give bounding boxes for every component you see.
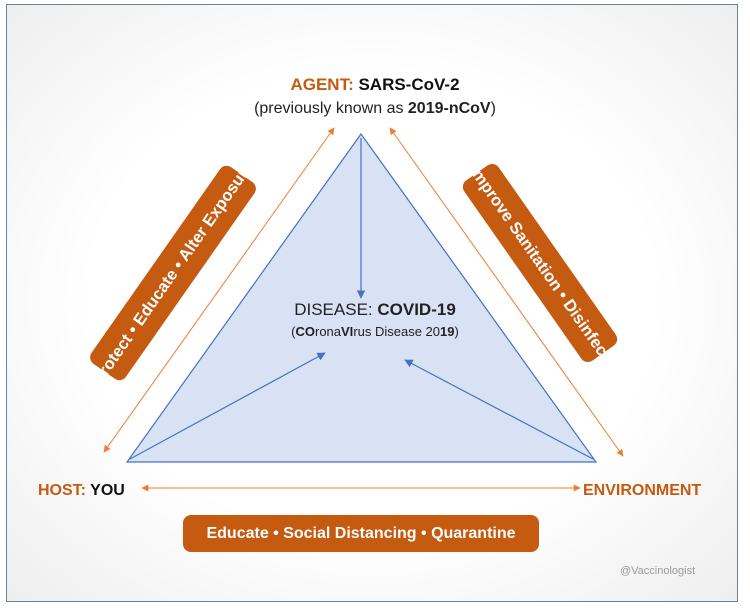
agent-note-prefix: (previously known as bbox=[254, 100, 408, 117]
agent-label: AGENT: SARS-CoV-2 bbox=[0, 75, 750, 95]
disease-name: COVID-19 bbox=[377, 300, 456, 319]
host-prefix: HOST: bbox=[38, 482, 91, 499]
agent-environment-arrow bbox=[389, 127, 624, 457]
disease-exp-vi: VI bbox=[341, 324, 354, 339]
watermark: @Vaccinologist bbox=[620, 565, 696, 577]
host-label: HOST: YOU bbox=[38, 482, 125, 500]
disease-exp-rus: rus Disease 20 bbox=[353, 324, 441, 339]
environment-label: ENVIRONMENT bbox=[583, 482, 702, 499]
disease-exp-year: 19 bbox=[440, 324, 455, 339]
host-name: YOU bbox=[90, 482, 125, 499]
disease-expansion: (COronaVIrus Disease 2019) bbox=[250, 324, 500, 339]
host-agent-arrow bbox=[103, 127, 335, 453]
agent-note: (previously known as 2019-nCoV) bbox=[0, 100, 750, 118]
agent-name: SARS-CoV-2 bbox=[358, 75, 460, 94]
host-environment-interventions: Educate • Social Distancing • Quarantine bbox=[183, 515, 539, 552]
disease-exp-open: ( bbox=[291, 324, 296, 339]
disease-prefix: DISEASE: bbox=[294, 300, 378, 319]
disease-exp-close: ) bbox=[454, 324, 459, 339]
agent-note-suffix: ) bbox=[490, 100, 496, 117]
disease-exp-co: CO bbox=[295, 324, 315, 339]
agent-prefix: AGENT: bbox=[290, 75, 359, 94]
agent-note-bold: 2019-nCoV bbox=[407, 100, 491, 117]
disease-label: DISEASE: COVID-19 bbox=[260, 300, 490, 320]
disease-exp-rona: rona bbox=[314, 324, 342, 339]
